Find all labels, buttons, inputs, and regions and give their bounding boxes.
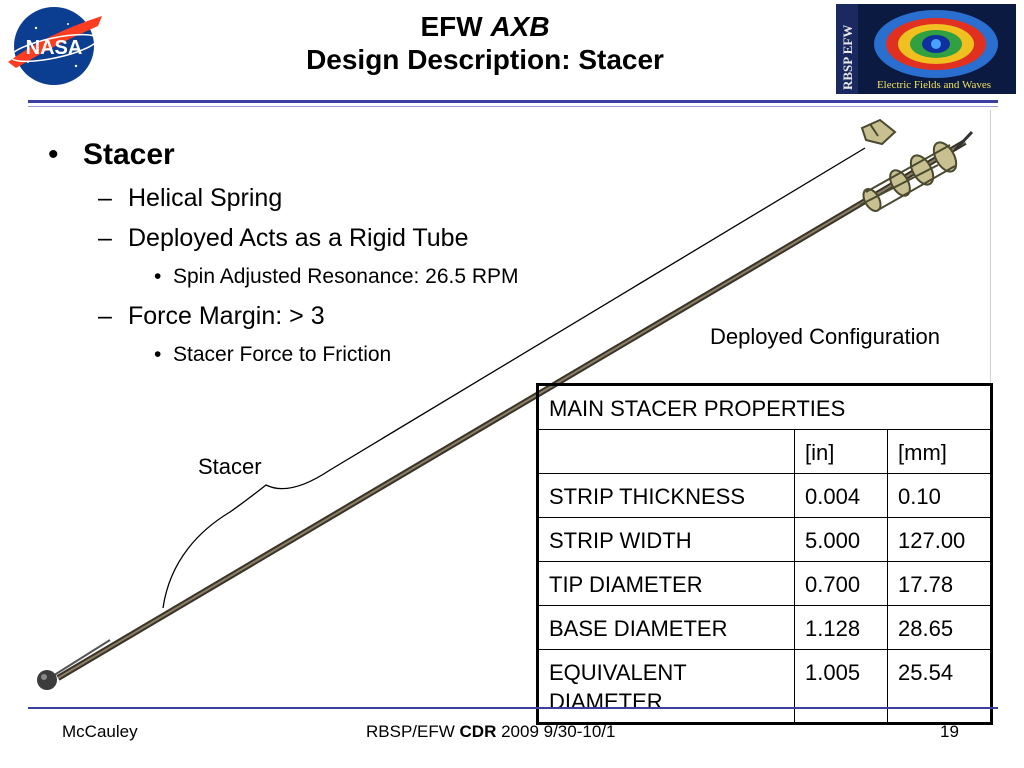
row-mm: 127.00	[887, 517, 992, 562]
slide-title: EFW AXB Design Description: Stacer	[230, 10, 740, 76]
svg-text:Electric Fields and Waves: Electric Fields and Waves	[877, 79, 991, 91]
row-mm: 25.54	[887, 649, 992, 724]
footer-event: RBSP/EFW CDR 2009 9/30-10/1	[366, 722, 615, 742]
table-row: STRIP WIDTH 5.000 127.00	[537, 517, 992, 562]
row-mm: 28.65	[887, 605, 992, 650]
units-mm: [mm]	[887, 429, 992, 474]
title-line2: Design Description: Stacer	[306, 44, 664, 75]
table-row: TIP DIAMETER 0.700 17.78	[537, 561, 992, 606]
footer-event-post: 2009 9/30-10/1	[496, 722, 616, 741]
header-rule	[28, 100, 998, 103]
row-name: TIP DIAMETER	[537, 561, 795, 606]
table-row: EQUIVALENT DIAMETER 1.005 25.54	[537, 649, 992, 724]
row-mm: 0.10	[887, 473, 992, 518]
title-line1-italic: AXB	[490, 11, 550, 42]
nasa-logo: NASA	[8, 7, 102, 85]
row-name: STRIP WIDTH	[537, 517, 795, 562]
rbsp-efw-logo: RBSP EFW Electric Fields and Waves	[836, 4, 1016, 94]
table-row: BASE DIAMETER 1.128 28.65	[537, 605, 992, 650]
page-number: 19	[940, 722, 959, 741]
svg-text:RBSP EFW: RBSP EFW	[840, 25, 855, 90]
units-blank-cell	[537, 429, 795, 474]
bullet-resonance: Spin Adjusted Resonance: 26.5 RPM	[40, 258, 600, 296]
bullet-stacer: Stacer	[40, 138, 600, 178]
row-in: 1.128	[794, 605, 888, 650]
row-in: 0.700	[794, 561, 888, 606]
bullet-force-friction: Stacer Force to Friction	[40, 336, 600, 374]
footer-event-pre: RBSP/EFW	[366, 722, 460, 741]
bullet-list: Stacer Helical Spring Deployed Acts as a…	[40, 138, 600, 374]
row-in: 0.004	[794, 473, 888, 518]
stacer-label: Stacer	[198, 454, 262, 479]
row-in: 1.005	[794, 649, 888, 724]
sensor-sphere	[37, 670, 57, 690]
sensor-sphere-highlight	[41, 674, 47, 680]
footer-event-bold: CDR	[459, 722, 497, 741]
table-row: STRIP THICKNESS 0.004 0.10	[537, 473, 992, 518]
table-title-row: MAIN STACER PROPERTIES	[537, 384, 992, 430]
row-name: STRIP THICKNESS	[537, 473, 795, 518]
title-line1-plain: EFW	[420, 11, 491, 42]
svg-text:NASA: NASA	[26, 37, 83, 59]
deployed-configuration-label: Deployed Configuration	[710, 324, 940, 349]
bullet-rigid-tube: Deployed Acts as a Rigid Tube	[40, 218, 600, 258]
row-in: 5.000	[794, 517, 888, 562]
table-units-row: [in] [mm]	[537, 429, 992, 474]
bullet-force-margin: Force Margin: > 3	[40, 296, 600, 336]
boom-tip-wire	[39, 639, 111, 685]
row-mm: 17.78	[887, 561, 992, 606]
header-rule-thin	[28, 106, 998, 107]
row-name: EQUIVALENT DIAMETER	[537, 649, 795, 724]
units-in: [in]	[794, 429, 888, 474]
table-title: MAIN STACER PROPERTIES	[537, 384, 992, 430]
footer-author: McCauley	[62, 722, 138, 741]
stacer-properties-table: MAIN STACER PROPERTIES [in] [mm] STRIP T…	[536, 383, 993, 725]
footer-rule	[28, 707, 998, 709]
row-name: BASE DIAMETER	[537, 605, 795, 650]
bullet-helical-spring: Helical Spring	[40, 178, 600, 218]
